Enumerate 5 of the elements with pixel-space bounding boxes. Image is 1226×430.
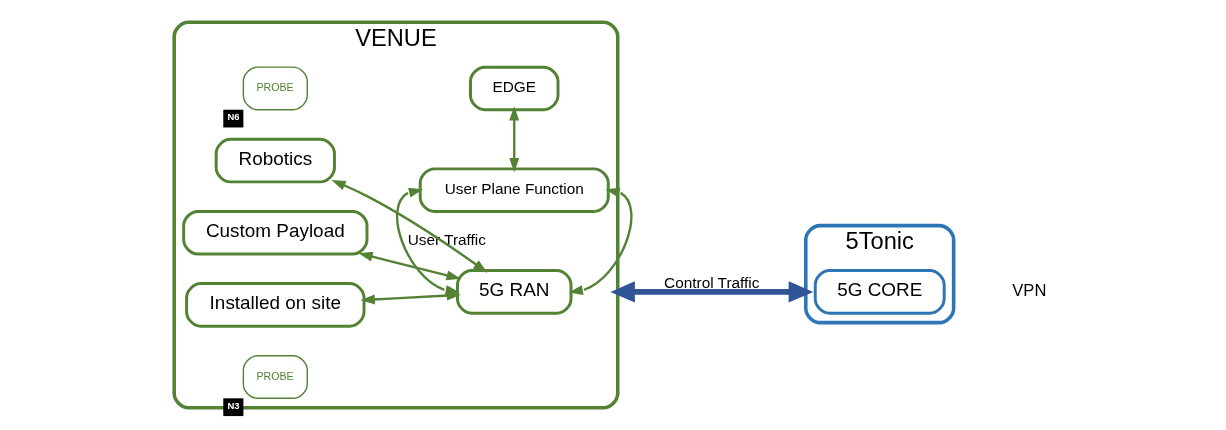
edge-label: User Traffic bbox=[407, 231, 486, 249]
node-label: N6 bbox=[227, 111, 240, 123]
edge-label: Control Traffic bbox=[664, 273, 760, 291]
label: VPN bbox=[1012, 281, 1047, 301]
node-label: N3 bbox=[227, 399, 240, 411]
